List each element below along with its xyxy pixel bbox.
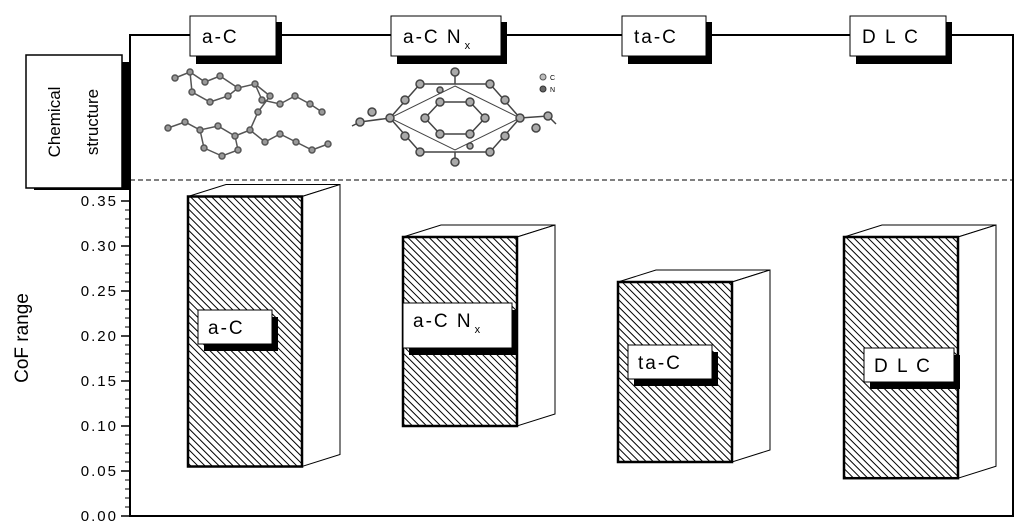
inner-label-box [197, 309, 273, 345]
top-label-3: D L C [849, 15, 952, 64]
bar-2: ta-C [616, 269, 771, 464]
top-label-text: a-C [202, 27, 239, 48]
bar-0: a-C [186, 183, 341, 468]
top-label-box [849, 15, 947, 57]
y-tick-label: 0.35 [81, 193, 118, 210]
inner-label-box [863, 347, 955, 383]
y-axis-label: CoF range [12, 293, 33, 383]
inner-label-text: D L C [874, 356, 932, 377]
molecule-a-cnx-icon [351, 67, 557, 167]
inner-label-box [627, 344, 713, 380]
top-label-box [390, 15, 502, 57]
y-tick-label: 0.00 [81, 508, 118, 525]
legend-n: N [550, 87, 555, 94]
y-tick-label: 0.25 [81, 283, 118, 300]
inner-label-text: ta-C [638, 353, 682, 374]
top-label-box [189, 15, 277, 57]
chem-label-line2: structure [83, 89, 102, 155]
chemical-structure-label: Chemical structure [25, 54, 130, 190]
top-label-0: a-C [189, 15, 282, 64]
inner-label-subscript: x [475, 324, 481, 336]
y-axis-ticks: 0.00 0.05 0.10 0.15 0.20 0.25 0.30 0.35 [81, 193, 130, 525]
bar-3: D L C [842, 224, 997, 480]
inner-label-text: a-C [208, 318, 245, 339]
molecule-a-c-icon [164, 68, 332, 160]
top-label-text: ta-C [634, 27, 678, 48]
inner-label-box [402, 302, 513, 349]
y-tick-label: 0.20 [81, 328, 118, 345]
y-tick-label: 0.30 [81, 238, 118, 255]
chem-label-line1: Chemical [45, 87, 64, 158]
plot-frame [129, 34, 1014, 517]
legend-c: C [550, 75, 555, 82]
y-tick-label: 0.05 [81, 463, 118, 480]
top-label-subscript: x [465, 40, 471, 52]
bar-side-face [516, 224, 556, 427]
top-label-2: ta-C [621, 15, 712, 64]
bar-side-face [301, 183, 341, 468]
bar-side-face [731, 269, 771, 463]
bar-side-face [957, 224, 997, 479]
y-tick-label: 0.15 [81, 373, 118, 390]
y-tick-label: 0.10 [81, 418, 118, 435]
top-label-box [621, 15, 707, 57]
structure-legend: C N [539, 73, 555, 94]
top-label-text: D L C [862, 27, 920, 48]
